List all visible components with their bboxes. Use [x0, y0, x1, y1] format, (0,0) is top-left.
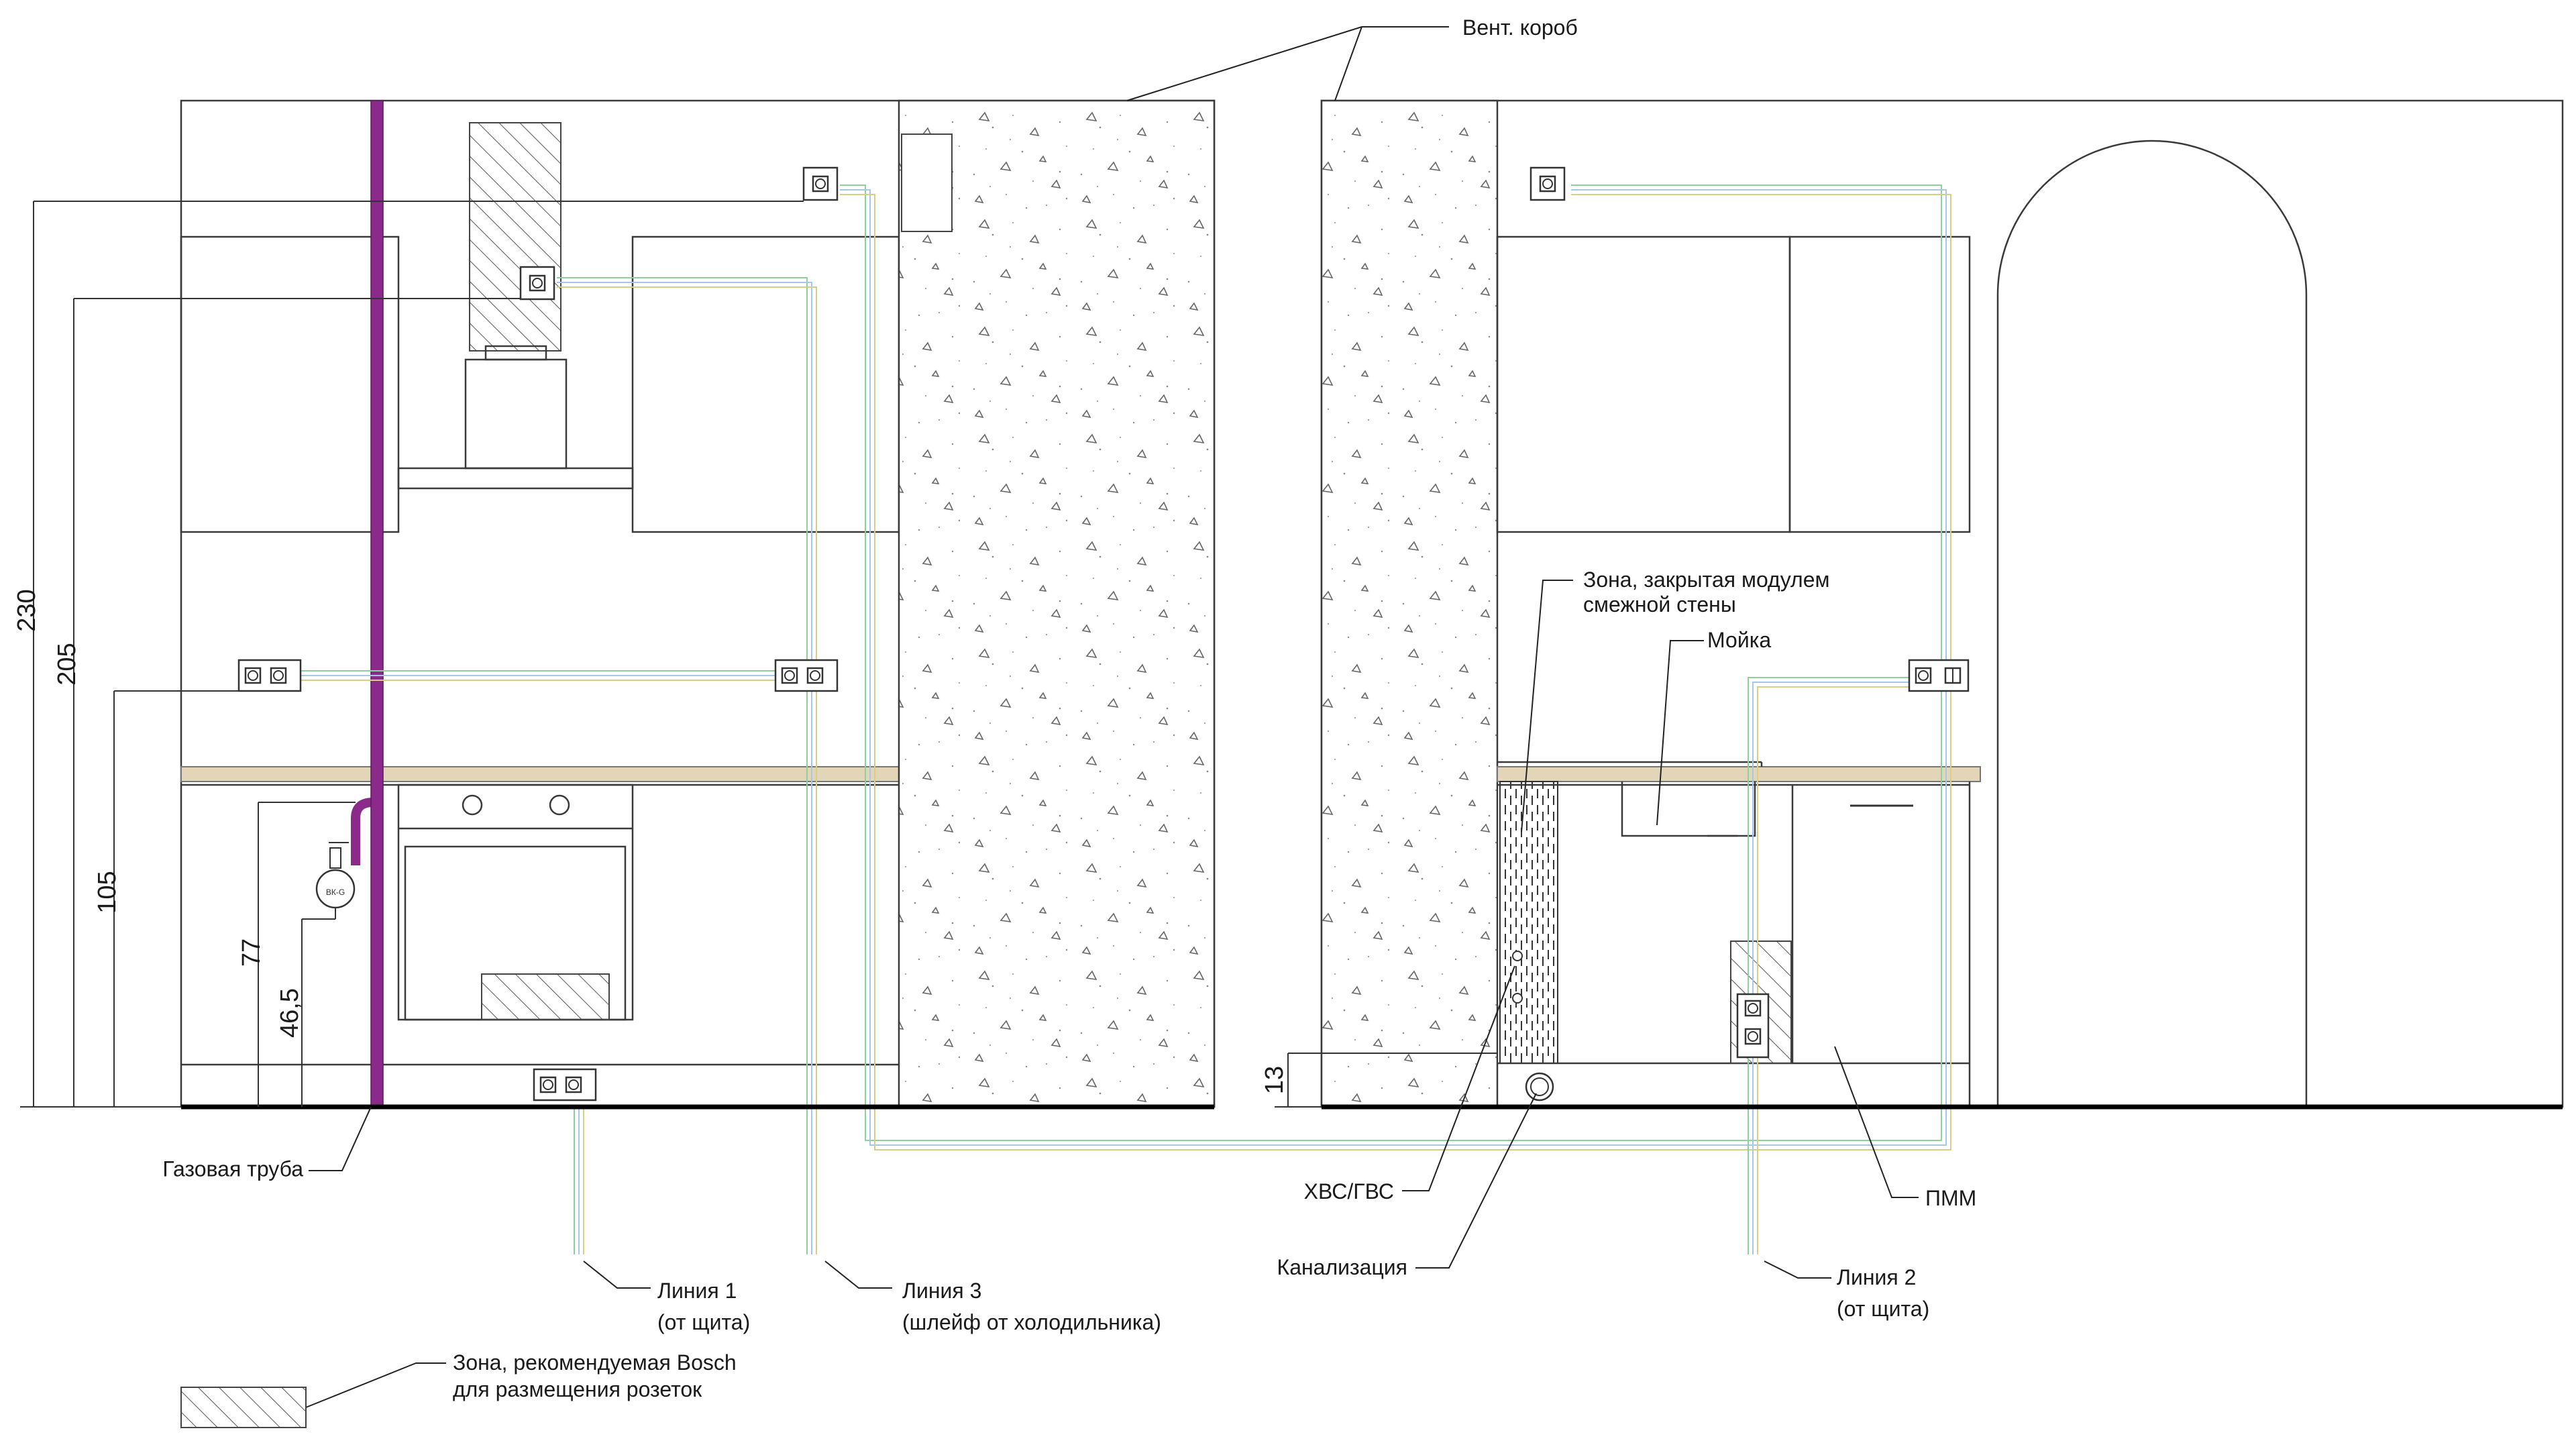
socket-double-right: [774, 659, 839, 692]
label-line-1-source: (от щита): [657, 1310, 750, 1334]
hood-body: [464, 358, 568, 470]
sockets: [237, 166, 1970, 1102]
label-line-2-source: (от щита): [1837, 1297, 1929, 1321]
hot-water-pipe: [1512, 993, 1523, 1004]
socket-dishwasher: [1736, 993, 1770, 1059]
right-countertop: [1497, 766, 1981, 782]
right-upper-cabinet-2: [1788, 235, 1971, 533]
label-line-1: Линия 1: [657, 1279, 737, 1303]
socket-hood: [519, 266, 555, 301]
oven-knob-left: [462, 794, 483, 816]
right-upper-cabinet-1: [1496, 235, 1791, 533]
left-upper-cabinet: [180, 235, 400, 533]
oven-recommended-socket-zone: [481, 973, 610, 1020]
socket-right-top: [1529, 166, 1566, 201]
legend-label: Зона, рекомендуемая Bosch: [453, 1350, 737, 1375]
hood-canopy: [397, 467, 634, 490]
oven-knob-right: [549, 794, 570, 816]
gas-pipe: [370, 100, 384, 1108]
legend-label-2: для размещения розеток: [453, 1377, 702, 1401]
sink-bowl: [1621, 782, 1756, 837]
label-dishwasher: ПММ: [1925, 1186, 1976, 1210]
socket-oven-plinth: [533, 1068, 597, 1102]
right-vent-box: [1320, 99, 1499, 1108]
left-vent-box: [898, 99, 1216, 1108]
sink: [1497, 761, 1763, 837]
dim-230: 230: [13, 589, 41, 631]
left-countertop: [180, 766, 900, 782]
socket-top-left: [802, 166, 839, 201]
line-3-wire: [301, 184, 1951, 1254]
vent-hatch: [901, 133, 953, 232]
socket-switch-sink: [1908, 659, 1970, 692]
gas-meter-label: ВК-G: [326, 888, 345, 897]
line-1-wire: [574, 1107, 584, 1254]
legend-hatch-swatch: [180, 1387, 307, 1428]
range-hood: [397, 122, 634, 490]
right-upper-cabinet: [631, 235, 900, 533]
label-water-supply: ХВС/ГВС: [1304, 1179, 1394, 1203]
oven: [397, 784, 634, 1021]
label-sewer: Канализация: [1277, 1255, 1407, 1279]
dim-105: 105: [93, 871, 121, 913]
label-sink: Мойка: [1707, 628, 1771, 652]
closed-module-zone: [1499, 781, 1558, 1064]
dim-77: 77: [237, 938, 266, 967]
dimension-lines: 230 205 105 77 46,5 13: [13, 201, 1497, 1108]
label-closed-zone: Зона, закрытая модулем: [1583, 568, 1829, 592]
label-vent-box: Вент. короб: [1462, 15, 1578, 40]
left-wall-elevation: ВК-G: [180, 99, 1216, 1108]
socket-double-left: [237, 659, 302, 692]
label-line-3-source: (шлейф от холодильника): [902, 1310, 1161, 1334]
arch-doorway: [1996, 140, 2308, 1107]
dim-205: 205: [53, 643, 81, 685]
label-line-2: Линия 2: [1837, 1265, 1916, 1289]
dim-46-5: 46,5: [276, 988, 304, 1038]
label-gas-pipe: Газовая труба: [162, 1157, 303, 1181]
label-line-3: Линия 3: [902, 1279, 981, 1303]
hood-duct-zone: [469, 122, 561, 352]
sewer-pipe: [1525, 1072, 1554, 1102]
annotations: Вент. короб Газовая труба Линия 1 (от щи…: [162, 15, 1976, 1428]
label-closed-zone-2: смежной стены: [1583, 592, 1736, 616]
dim-13: 13: [1260, 1066, 1289, 1094]
cold-water-pipe: [1512, 951, 1523, 961]
